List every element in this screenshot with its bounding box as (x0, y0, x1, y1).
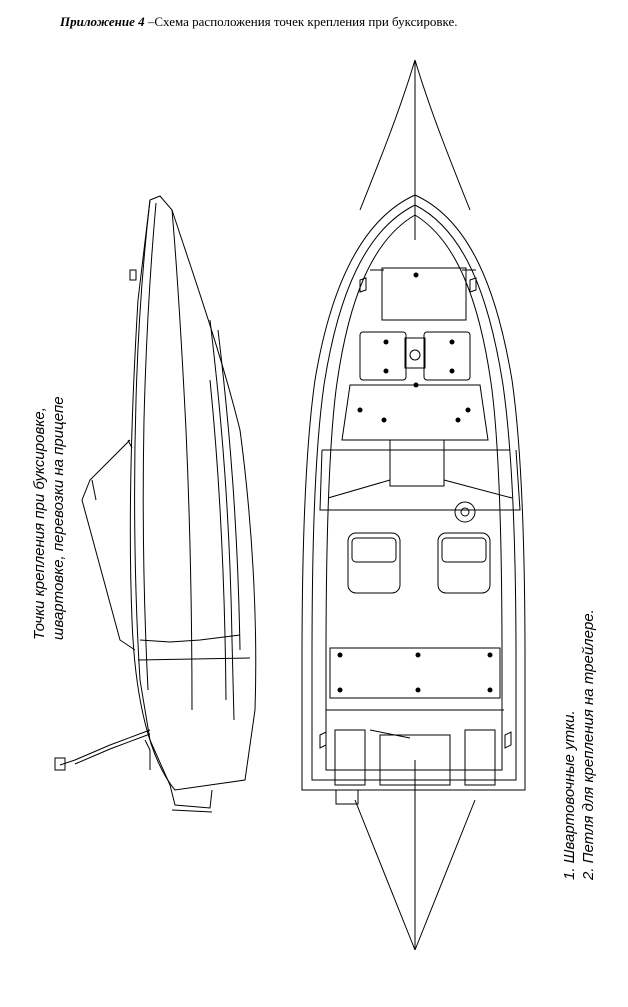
legend-item-1: 1. Швартовочные утки. (561, 710, 578, 880)
side-caption: Точки крепления при буксировке, швартовк… (30, 396, 68, 640)
legend: 1. Швартовочные утки. 2. Петля для крепл… (560, 609, 598, 880)
side-caption-line-2: швартовке, перевозки на прицепе (50, 396, 67, 640)
page-title: Приложение 4 –Схема расположения точек к… (60, 14, 458, 30)
side-caption-line-1: Точки крепления при буксировке, (31, 407, 48, 640)
boat-top-view (301, 59, 526, 951)
title-text: –Схема расположения точек крепления при … (144, 14, 458, 29)
boat-side-view (54, 195, 257, 813)
legend-item-2: 2. Петля для крепления на трейлере. (580, 609, 597, 880)
appendix-label: Приложение 4 (60, 14, 145, 29)
